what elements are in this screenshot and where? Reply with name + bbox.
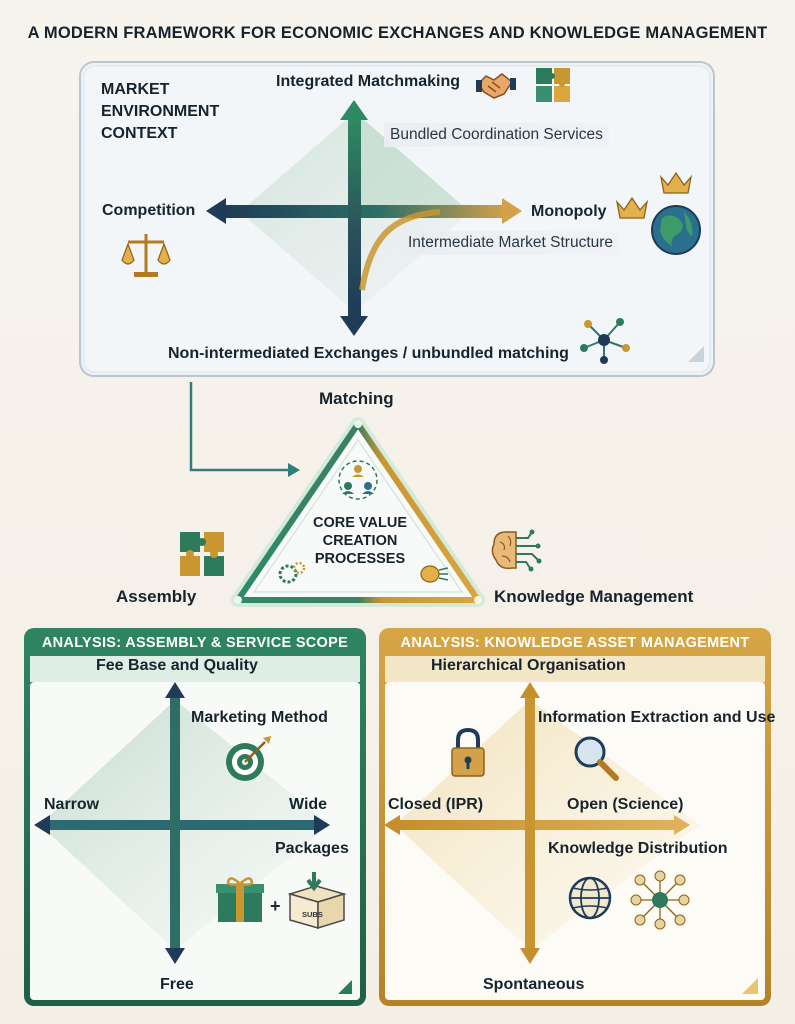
handshake-icon bbox=[476, 73, 516, 99]
knowledge-vertical-axis bbox=[525, 696, 535, 950]
market-curve bbox=[359, 209, 441, 291]
scales-icon bbox=[121, 234, 171, 277]
distribution-network-icon bbox=[630, 870, 690, 930]
marketing-method-label: Marketing Method bbox=[191, 709, 328, 726]
brain-chip-icon bbox=[420, 565, 449, 583]
knowledge-bottom-label: Spontaneous bbox=[483, 976, 585, 993]
assembly-panel-header: ANALYSIS: ASSEMBLY & SERVICE SCOPE bbox=[41, 635, 349, 651]
market-right-label: Monopoly bbox=[531, 203, 607, 220]
assembly-right-label: Wide bbox=[289, 796, 328, 813]
market-top-label: Integrated Matchmaking bbox=[276, 73, 461, 90]
assembly-top-label: Fee Base and Quality bbox=[96, 657, 258, 674]
bundled-services-tag: Bundled Coordination Services bbox=[384, 123, 609, 147]
assembly-puzzle-icon bbox=[180, 532, 224, 576]
assembly-left-label: Narrow bbox=[44, 796, 100, 813]
globe-icon bbox=[651, 205, 701, 255]
page-title: A MODERN FRAMEWORK FOR ECONOMIC EXCHANGE… bbox=[27, 24, 768, 42]
crown-icon bbox=[615, 196, 649, 219]
knowledge-right-label: Open (Science) bbox=[567, 796, 684, 813]
matching-label: Matching bbox=[319, 389, 394, 408]
market-bottom-label: Non-intermediated Exchanges / unbundled … bbox=[168, 345, 569, 362]
market-heading: MARKET ENVIRONMENT CONTEXT bbox=[101, 81, 220, 142]
connector-arrow bbox=[189, 382, 292, 472]
core-processes-label: CORE VALUE CREATION PROCESSES bbox=[313, 515, 407, 567]
intermediate-structure-tag: Intermediate Market Structure bbox=[402, 231, 620, 255]
assembly-vertical-axis bbox=[170, 696, 180, 950]
assembly-label: Assembly bbox=[116, 587, 197, 606]
market-left-label: Competition bbox=[102, 202, 196, 219]
globe-grid-icon bbox=[568, 876, 612, 920]
gears-icon bbox=[278, 561, 306, 584]
padlock-icon bbox=[451, 727, 485, 777]
plus-sign: + bbox=[270, 896, 281, 916]
assembly-bottom-label: Free bbox=[160, 976, 194, 993]
core-triangle bbox=[235, 421, 481, 603]
assembly-horizontal-axis bbox=[48, 820, 316, 830]
magnifier-icon bbox=[574, 736, 619, 781]
puzzle-icon bbox=[536, 68, 570, 102]
knowledge-distribution-label: Knowledge Distribution bbox=[548, 840, 728, 857]
network-icon bbox=[580, 318, 630, 364]
subscription-box-label: SUBS bbox=[302, 910, 323, 919]
knowledge-left-label: Closed (IPR) bbox=[388, 796, 484, 813]
brain-circuit-icon bbox=[491, 529, 542, 572]
knowledge-horizontal-axis bbox=[398, 820, 674, 830]
market-vertical-axis bbox=[348, 118, 361, 318]
target-icon bbox=[226, 736, 271, 781]
packages-label: Packages bbox=[275, 840, 349, 857]
knowledge-management-label: Knowledge Management bbox=[494, 587, 694, 606]
knowledge-panel-header: ANALYSIS: KNOWLEDGE ASSET MANAGEMENT bbox=[400, 635, 750, 651]
crown-icon-2 bbox=[659, 171, 693, 194]
subscription-box-icon bbox=[287, 872, 347, 930]
knowledge-top-label: Hierarchical Organisation bbox=[431, 657, 626, 674]
information-extraction-label: Information Extraction and Use bbox=[538, 709, 776, 726]
people-cycle-icon bbox=[338, 460, 378, 500]
gift-icon bbox=[216, 877, 264, 922]
